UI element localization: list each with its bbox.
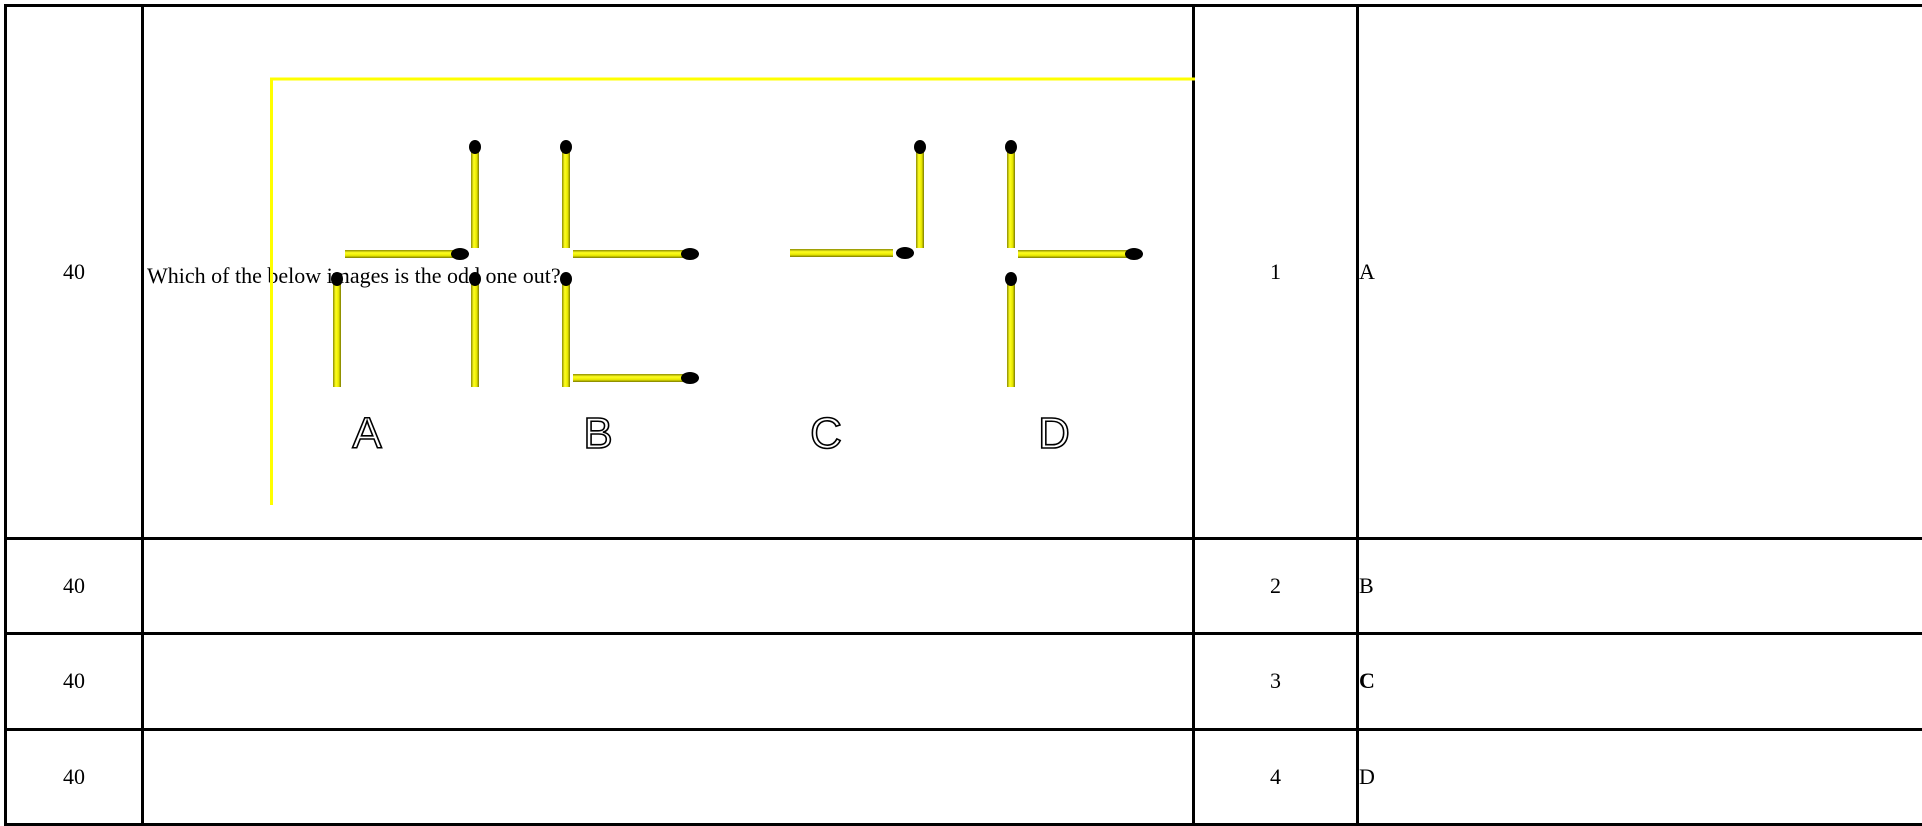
option-number-cell: 1 [1194,6,1358,539]
option-number-cell: 4 [1194,729,1358,824]
option-text-cell: A [1358,6,1922,539]
question-table: 40 Which of the below images is the odd … [4,4,1922,826]
matchstick-puzzle-image: A B C D [270,77,1195,507]
question-cell [143,729,1194,824]
points-cell: 40 [6,6,143,539]
option-number-cell: 3 [1194,634,1358,729]
table-row: 40 3 C [6,634,1922,729]
table-row: 40 Which of the below images is the odd … [6,6,1922,539]
question-cell [143,538,1194,633]
figure-b [560,140,699,387]
figure-label-d: D [1038,409,1070,458]
option-text-cell: B [1358,538,1922,633]
table-row: 40 4 D [6,729,1922,824]
points-cell: 40 [6,729,143,824]
figure-c [790,140,926,259]
figure-label-a: A [352,409,382,458]
option-text-cell: D [1358,729,1922,824]
figure-label-c: C [810,409,842,458]
figure-label-b: B [583,409,612,458]
question-cell [143,634,1194,729]
question-cell: Which of the below images is the odd one… [143,6,1194,539]
points-cell: 40 [6,634,143,729]
option-text-cell: C [1358,634,1922,729]
figure-d [1005,140,1143,387]
figure-a [331,140,481,387]
table-row: 40 2 B [6,538,1922,633]
option-number-cell: 2 [1194,538,1358,633]
points-cell: 40 [6,538,143,633]
